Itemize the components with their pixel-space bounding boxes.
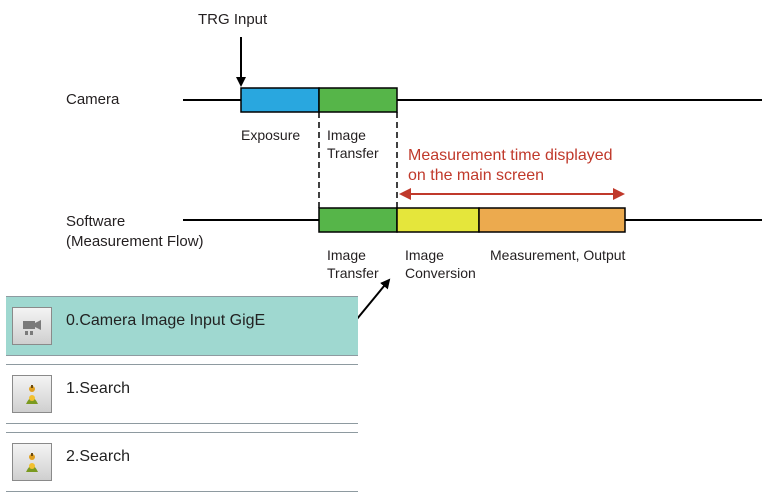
search-person-icon bbox=[26, 385, 38, 404]
measurement-note-line1: Measurement time displayed bbox=[408, 147, 613, 164]
software-lane-sublabel: (Measurement Flow) bbox=[66, 233, 204, 250]
flow-item-search-1[interactable]: 1.Search bbox=[6, 364, 358, 424]
exposure-label: Exposure bbox=[241, 127, 301, 143]
software-lane-label: Software bbox=[66, 213, 126, 230]
measurement-output-label: Measurement, Output bbox=[490, 247, 626, 263]
camera-icon bbox=[23, 320, 41, 335]
camera-lane-label: Camera bbox=[66, 91, 120, 108]
software-transfer-label-line1: Image bbox=[327, 247, 366, 263]
conversion-label-line2: Conversion bbox=[405, 265, 476, 281]
software-transfer-label-line2: Transfer bbox=[327, 265, 379, 281]
flow-item-button[interactable] bbox=[12, 375, 52, 413]
flow-item-search-2[interactable]: 2.Search bbox=[6, 432, 358, 492]
image-conversion-segment bbox=[396, 207, 480, 233]
exposure-segment bbox=[240, 87, 320, 113]
trigger-label: TRG Input bbox=[198, 11, 268, 28]
flow-item-label: 1.Search bbox=[66, 380, 131, 397]
measurement-flow-list: 0.Camera Image Input GigE 1.Search 2.Sea… bbox=[6, 296, 358, 492]
camera-transfer-label-line2: Transfer bbox=[327, 145, 379, 161]
search-person-icon bbox=[26, 453, 38, 472]
flow-item-label: 2.Search bbox=[66, 448, 131, 465]
measurement-output-segment bbox=[478, 207, 626, 233]
flow-item-camera-image-input[interactable]: 0.Camera Image Input GigE bbox=[6, 296, 358, 356]
flow-item-button[interactable] bbox=[12, 443, 52, 481]
camera-transfer-label-line1: Image bbox=[327, 127, 366, 143]
flow-item-button[interactable] bbox=[12, 307, 52, 345]
software-image-transfer-segment bbox=[318, 207, 398, 233]
flow-item-label: 0.Camera Image Input GigE bbox=[66, 312, 266, 329]
measurement-note-line2: on the main screen bbox=[408, 167, 545, 184]
camera-image-transfer-segment bbox=[318, 87, 398, 113]
conversion-label-line1: Image bbox=[405, 247, 444, 263]
pointer-arrow bbox=[351, 278, 391, 326]
